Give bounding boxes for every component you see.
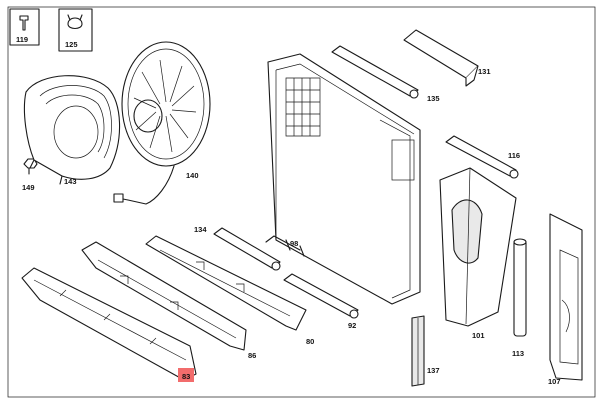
callout-101: 101: [472, 331, 485, 340]
callout-143: 143: [64, 177, 77, 186]
part-98-seal[interactable]: 98: [265, 235, 301, 251]
callout-116: 116: [508, 151, 520, 160]
part-125-box[interactable]: 125: [58, 8, 93, 52]
part-83-lower-panel[interactable]: 83: [21, 267, 197, 382]
part-113-strip[interactable]: 113: [512, 238, 527, 358]
callout-80: 80: [306, 337, 314, 346]
part-149-screw[interactable]: 149: [22, 158, 38, 192]
part-137-strip[interactable]: 137: [411, 315, 440, 387]
part-101-air-guide[interactable]: 101: [439, 167, 517, 340]
callout-125: 125: [65, 40, 78, 49]
part-92-seal[interactable]: 92: [283, 273, 359, 330]
callout-98: 98: [290, 239, 298, 248]
callout-135: 135: [427, 94, 440, 103]
part-143-fan-shroud[interactable]: 143: [23, 75, 121, 186]
callout-134: 134: [194, 225, 207, 234]
callout-131: 131: [478, 67, 491, 76]
part-80-air-duct[interactable]: 80: [145, 235, 314, 346]
callout-137: 137: [427, 366, 440, 375]
callout-149: 149: [22, 183, 35, 192]
callout-113: 113: [512, 349, 524, 358]
callout-83: 83: [182, 372, 190, 381]
part-radiator[interactable]: [267, 53, 421, 305]
part-86-air-duct[interactable]: 86: [81, 241, 256, 360]
highlight-marker: [178, 368, 194, 382]
callout-119: 119: [16, 35, 28, 44]
part-140-electric-fan[interactable]: 140: [113, 41, 211, 205]
callout-140: 140: [186, 171, 199, 180]
callout-92: 92: [348, 321, 356, 330]
part-107-side-panel[interactable]: 107: [548, 213, 583, 386]
part-135-seal[interactable]: 135: [331, 45, 440, 103]
diagram-frame: [7, 6, 596, 398]
part-116-seal[interactable]: 116: [445, 135, 520, 179]
part-134-seal[interactable]: 134: [194, 225, 281, 271]
callout-86: 86: [248, 351, 256, 360]
callout-107: 107: [548, 377, 561, 386]
part-119-box[interactable]: 119: [9, 8, 40, 46]
part-131-seal[interactable]: 131: [403, 29, 491, 87]
